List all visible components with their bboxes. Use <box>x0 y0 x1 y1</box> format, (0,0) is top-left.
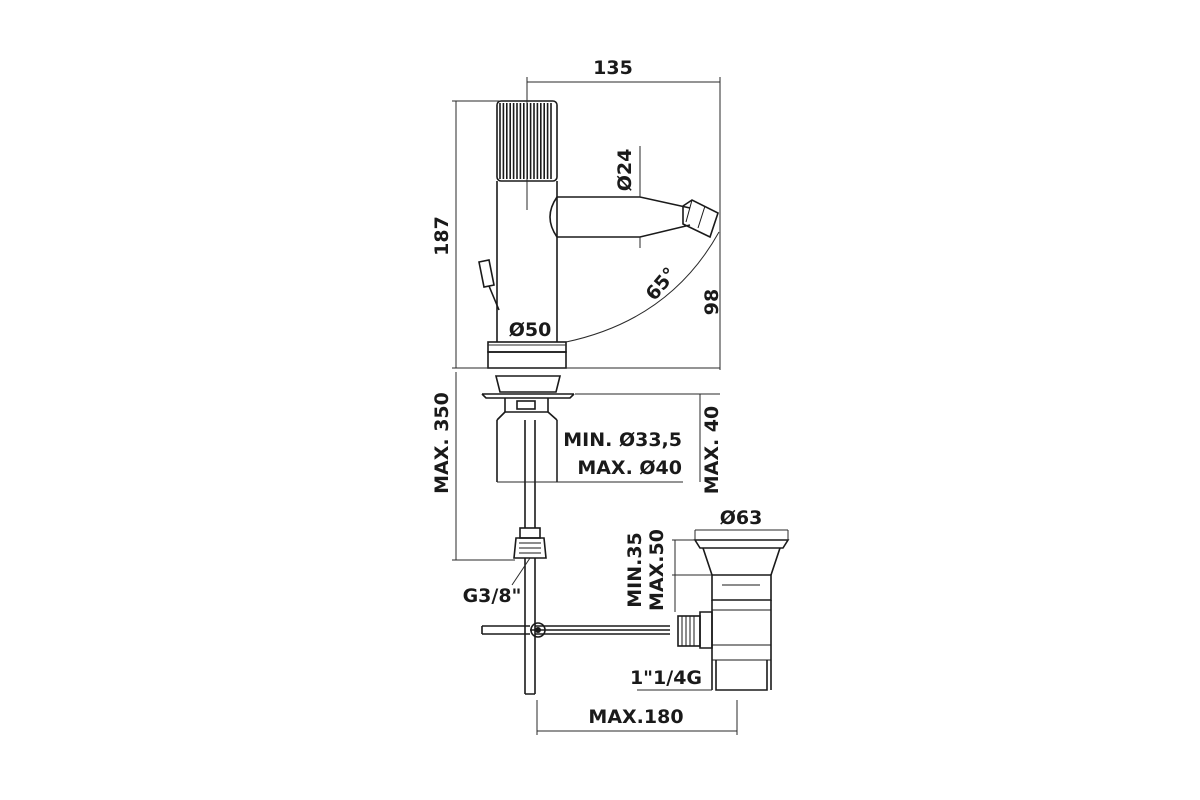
label-hose-connection: G3/8" <box>463 585 522 607</box>
label-swivel-angle: 65° <box>641 263 681 305</box>
pop-up-waste <box>677 539 790 691</box>
faucet-body <box>478 100 719 695</box>
label-spout-height: 98 <box>701 289 723 315</box>
dimension-labels: 135 187 Ø24 65° 98 Ø50 MAX. 350 MIN. Ø33… <box>431 57 762 728</box>
label-rod-max: MAX.180 <box>588 706 683 728</box>
label-max-thickness: MAX. 350 <box>431 392 453 494</box>
label-spout-diameter: Ø24 <box>614 149 636 192</box>
dimension-lines <box>452 77 789 735</box>
label-waste-min: MIN.35 <box>624 532 646 608</box>
label-waste-thread: 1"1/4G <box>630 667 702 689</box>
label-width-total: 135 <box>593 57 633 79</box>
label-waste-max: MAX.50 <box>646 529 668 611</box>
label-hole-max: MAX. Ø40 <box>577 457 682 479</box>
label-deck-max: MAX. 40 <box>701 406 723 495</box>
label-hole-min: MIN. Ø33,5 <box>563 429 682 451</box>
handle-knurling <box>499 103 552 179</box>
label-body-diameter: Ø50 <box>509 319 552 341</box>
label-height-total: 187 <box>431 216 453 256</box>
label-waste-diameter: Ø63 <box>720 507 763 529</box>
